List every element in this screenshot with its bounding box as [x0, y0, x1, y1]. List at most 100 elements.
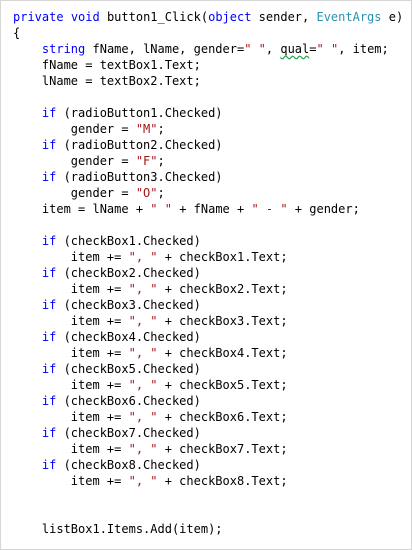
code-token: + checkBox1.Text;	[157, 250, 288, 264]
code-token: " "	[244, 42, 266, 56]
code-token: " "	[150, 202, 172, 216]
code-line	[13, 505, 403, 521]
code-token	[13, 266, 42, 280]
code-token: if	[41, 234, 57, 248]
code-token: item +=	[13, 282, 129, 296]
code-token: if	[41, 298, 57, 312]
code-token: string	[41, 42, 86, 56]
code-line: private void button1_Click(object sender…	[13, 9, 403, 25]
code-token: ", "	[128, 314, 158, 328]
code-token: + checkBox4.Text;	[157, 346, 288, 360]
code-token: (checkBox5.Checked)	[56, 362, 201, 376]
code-token: gender =	[13, 122, 136, 136]
code-token: (checkBox6.Checked)	[56, 394, 201, 408]
code-token	[13, 426, 42, 440]
code-line: listBox1.Items.Add(item);	[13, 521, 403, 537]
code-token: ", "	[128, 442, 158, 456]
code-token: ;	[157, 122, 165, 136]
code-token: qual	[280, 42, 310, 56]
code-line: if (checkBox2.Checked)	[13, 265, 403, 281]
code-token: (checkBox7.Checked)	[56, 426, 201, 440]
code-line: item += ", " + checkBox2.Text;	[13, 281, 403, 297]
code-token: + checkBox2.Text;	[157, 282, 288, 296]
code-line: if (radioButton2.Checked)	[13, 137, 403, 153]
code-token: + gender;	[287, 202, 360, 216]
code-token: (radioButton3.Checked)	[56, 170, 223, 184]
code-line: item += ", " + checkBox1.Text;	[13, 249, 403, 265]
code-block[interactable]: private void button1_Click(object sender…	[13, 9, 403, 537]
code-token: if	[41, 170, 57, 184]
code-token: + checkBox8.Text;	[157, 474, 288, 488]
code-token: + checkBox6.Text;	[157, 410, 288, 424]
code-token: ", "	[128, 346, 158, 360]
code-token: fName = textBox1.Text;	[13, 58, 201, 72]
code-line: if (checkBox5.Checked)	[13, 361, 403, 377]
code-line	[13, 89, 403, 105]
code-token	[13, 106, 42, 120]
code-token: (checkBox4.Checked)	[56, 330, 201, 344]
code-line: item += ", " + checkBox5.Text;	[13, 377, 403, 393]
code-token: (checkBox1.Checked)	[56, 234, 201, 248]
code-token	[13, 234, 42, 248]
code-token	[13, 138, 42, 152]
code-token	[13, 298, 42, 312]
code-line: if (radioButton3.Checked)	[13, 169, 403, 185]
code-token: ;	[157, 154, 165, 168]
code-line: item += ", " + checkBox8.Text;	[13, 473, 403, 489]
code-token: EventArgs	[316, 10, 382, 24]
code-token: ;	[157, 186, 165, 200]
code-token: if	[41, 362, 57, 376]
code-token: "F"	[135, 154, 158, 168]
code-line: {	[13, 25, 403, 41]
code-token: e)	[381, 10, 404, 24]
code-token: + checkBox3.Text;	[157, 314, 288, 328]
code-token	[13, 458, 42, 472]
code-token	[13, 330, 42, 344]
code-token: (checkBox2.Checked)	[56, 266, 201, 280]
code-token: (radioButton1.Checked)	[56, 106, 223, 120]
code-line: if (checkBox3.Checked)	[13, 297, 403, 313]
code-token: if	[41, 330, 57, 344]
code-token: "M"	[135, 122, 158, 136]
code-token: object	[208, 10, 252, 24]
code-token: item +=	[13, 442, 129, 456]
code-token	[13, 362, 42, 376]
code-token: + checkBox7.Text;	[157, 442, 288, 456]
code-line: if (checkBox6.Checked)	[13, 393, 403, 409]
code-token: ", "	[128, 250, 158, 264]
code-token: if	[41, 266, 57, 280]
code-token: if	[41, 426, 57, 440]
code-token	[13, 42, 42, 56]
code-token: void	[70, 10, 100, 24]
code-token: if	[41, 458, 57, 472]
code-token: {	[13, 26, 21, 40]
code-token: item +=	[13, 378, 129, 392]
code-token: ", "	[128, 474, 158, 488]
code-line: gender = "O";	[13, 185, 403, 201]
code-token: (radioButton2.Checked)	[56, 138, 223, 152]
code-line	[13, 217, 403, 233]
code-line: gender = "M";	[13, 121, 403, 137]
code-line: if (checkBox8.Checked)	[13, 457, 403, 473]
code-token: (checkBox3.Checked)	[56, 298, 201, 312]
code-token: ", "	[128, 410, 158, 424]
code-token	[64, 10, 71, 24]
code-token: "O"	[135, 186, 158, 200]
code-token: (checkBox8.Checked)	[56, 458, 201, 472]
code-line: fName = textBox1.Text;	[13, 57, 403, 73]
code-token: listBox1.Items.Add(item);	[13, 522, 223, 536]
code-line: item += ", " + checkBox7.Text;	[13, 441, 403, 457]
code-token: + fName +	[171, 202, 252, 216]
code-token: item +=	[13, 250, 129, 264]
code-token: lName = textBox2.Text;	[13, 74, 201, 88]
code-line: item = lName + " " + fName + " - " + gen…	[13, 201, 403, 217]
code-token: fName, lName, gender=	[85, 42, 245, 56]
code-line: if (checkBox7.Checked)	[13, 425, 403, 441]
code-token: , item;	[338, 42, 389, 56]
code-line: gender = "F";	[13, 153, 403, 169]
code-token: " - "	[251, 202, 288, 216]
code-line: item += ", " + checkBox6.Text;	[13, 409, 403, 425]
code-line: if (checkBox1.Checked)	[13, 233, 403, 249]
code-line: item += ", " + checkBox4.Text;	[13, 345, 403, 361]
